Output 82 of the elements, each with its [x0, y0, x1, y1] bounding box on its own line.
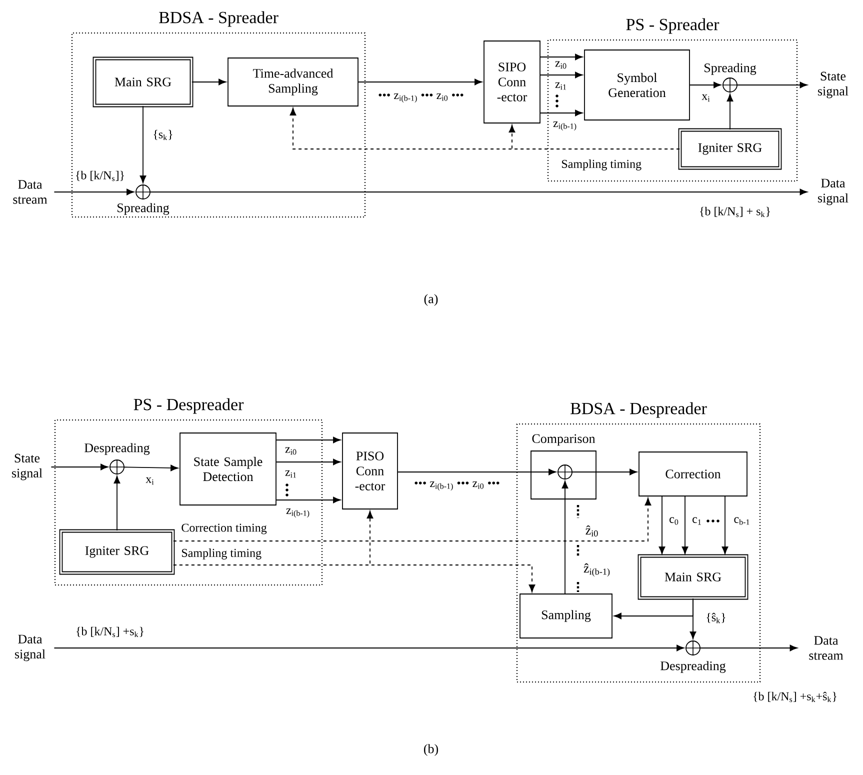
- edge-label: ••• z$_{i(b-1)}$ ••• z$_{i0}$ •••: [413, 480, 501, 492]
- arrow: [726, 94, 734, 130]
- edge-label: {b [k/N$_{s}$] +s$_{k}$}: [74, 626, 146, 638]
- register-box: Igniter SRG: [59, 529, 175, 575]
- arrow: [658, 496, 666, 554]
- process-box: Sampling: [520, 594, 612, 638]
- edge-label: ••• z$_{i(b-1)}$ ••• z$_{i0}$ •••: [377, 92, 465, 104]
- arrow: [398, 468, 556, 476]
- edge-label: z$_{i1}$: [284, 469, 298, 479]
- arrow: [690, 82, 722, 88]
- edge-label: z$_{i0}$: [554, 60, 568, 70]
- register-box: Main SRG: [638, 554, 748, 600]
- edge-label: c$_{b-1}$: [732, 516, 752, 526]
- arrow: [124, 464, 178, 472]
- operation-label: Spreading: [118, 203, 170, 215]
- process-box: Symbol Generation: [584, 50, 690, 120]
- arrow: [540, 110, 583, 116]
- xor-symbol: [557, 464, 573, 480]
- arrow: [508, 124, 680, 150]
- arrow: [358, 78, 482, 86]
- edge-label: {ŝ$_{k}$}: [704, 612, 728, 624]
- arrow: [173, 510, 374, 566]
- signal-name: ẑ$_{i(b-1)}$: [584, 563, 610, 577]
- section-title: PS - Despreader: [134, 398, 244, 414]
- arrow: [562, 480, 568, 594]
- arrow: [540, 54, 583, 60]
- edge-label: z$_{i(b-1)}$: [284, 508, 312, 518]
- box-heading: Comparison: [532, 434, 596, 446]
- arrow: [572, 468, 638, 476]
- signal-label: Data stream: [13, 180, 48, 204]
- section-title: BDSA - Spreader: [159, 11, 278, 27]
- edge-label: c$_{0}$: [668, 516, 680, 526]
- arrow: [173, 498, 652, 542]
- edge-label: {b [k/N$_{s}$] +s$_{k}$+ŝ$_{k}$}: [752, 690, 838, 704]
- register-box: Main SRG: [92, 56, 194, 108]
- edge-label: z$_{i(b-1)}$: [552, 120, 578, 132]
- arrow: [50, 464, 108, 470]
- process-box: State Sample Detection: [180, 432, 276, 506]
- arrow: [722, 496, 728, 554]
- signal-label: State signal: [818, 72, 848, 98]
- signal-label: Data stream: [809, 636, 844, 660]
- arrow: [140, 106, 146, 184]
- edge-label: Sampling timing: [180, 548, 263, 560]
- edge-label: {s$_{k}$}: [152, 128, 174, 142]
- panel-caption: (a): [424, 294, 438, 306]
- signal-label: Data signal: [15, 634, 46, 662]
- arrow: [690, 598, 696, 640]
- arrow: [700, 644, 798, 652]
- panel-caption: (b): [424, 744, 438, 756]
- operation-label: Spreading: [704, 63, 756, 75]
- edge-label: z$_{i1}$: [554, 81, 568, 91]
- edge-label: {b [k/N$_{s}$] + s$_{k}$}: [698, 206, 772, 218]
- edge-label: x$_{i}$: [700, 93, 712, 103]
- signal-label: State signal: [12, 454, 42, 480]
- arrow: [192, 78, 226, 86]
- register-box: Igniter SRG: [678, 128, 782, 170]
- operation-label: Despreading: [84, 443, 150, 455]
- process-box: Time-advanced Sampling: [228, 58, 358, 106]
- signal-label: Data signal: [818, 178, 848, 206]
- arrow: [737, 82, 808, 88]
- arrow: [276, 458, 341, 466]
- process-box: SIPO Conn -ector: [484, 40, 540, 124]
- arrow: [150, 188, 808, 196]
- arrow: [114, 476, 120, 531]
- edge-label: z$_{i0}$: [284, 446, 298, 456]
- arrow: [276, 436, 341, 444]
- edge-label: c$_{1}$: [691, 516, 703, 526]
- operation-label: Despreading: [660, 661, 726, 673]
- section-title: BDSA - Despreader: [570, 402, 707, 418]
- section-title: PS - Spreader: [626, 18, 720, 34]
- edge-label: {b [k/N$_{s}$]}: [74, 170, 126, 182]
- process-box: PISO Conn -ector: [342, 432, 398, 510]
- arrow: [540, 72, 583, 78]
- arrow: [276, 496, 341, 504]
- edge-label: Correction timing: [180, 522, 268, 536]
- edge-label: x$_{i}$: [144, 476, 156, 486]
- arrow: [682, 496, 688, 554]
- process-box: Correction: [638, 452, 748, 496]
- signal-name: ẑ$_{i0}$: [586, 525, 598, 537]
- edge-label: Sampling timing: [560, 158, 643, 172]
- arrow: [54, 188, 134, 196]
- arrow: [54, 644, 684, 652]
